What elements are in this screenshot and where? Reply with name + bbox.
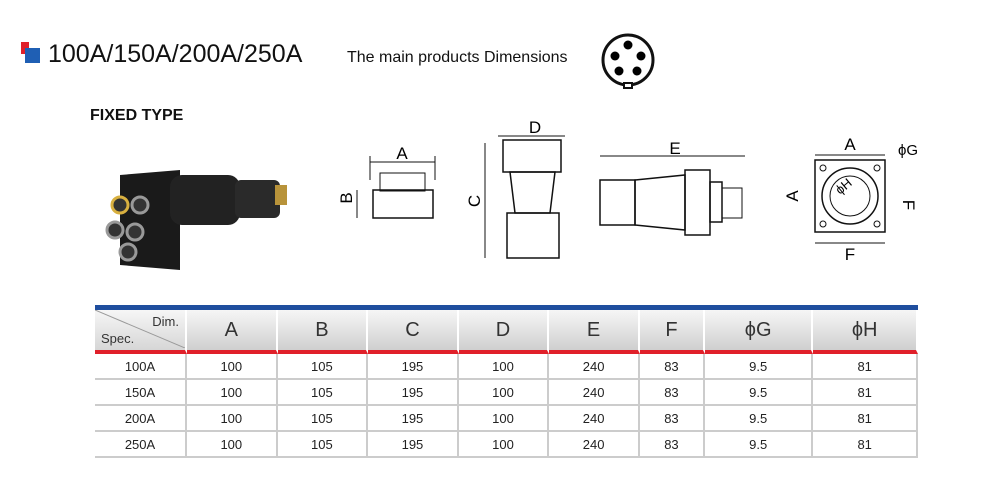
column-header: ϕG xyxy=(704,310,814,354)
table-cell: 83 xyxy=(639,432,705,458)
table-cell: 100 xyxy=(458,406,550,432)
table-cell: 240 xyxy=(549,380,640,406)
table-cell: 81 xyxy=(813,406,918,432)
spec-cell: 150A xyxy=(95,380,187,406)
svg-text:C: C xyxy=(465,195,484,207)
dim-label: Dim. xyxy=(152,314,179,329)
table-cell: 100 xyxy=(187,406,278,432)
svg-text:E: E xyxy=(669,140,680,158)
table-cell: 81 xyxy=(813,380,918,406)
column-header: ϕH xyxy=(813,310,918,354)
column-header: B xyxy=(277,310,369,354)
column-header: A xyxy=(187,310,278,354)
svg-text:ϕG: ϕG xyxy=(898,142,918,159)
svg-text:D: D xyxy=(529,118,541,137)
table-cell: 195 xyxy=(368,432,459,458)
side-view-long-drawing: E xyxy=(599,140,745,236)
table-cell: 83 xyxy=(639,380,705,406)
table-cell: 105 xyxy=(277,432,369,458)
svg-text:A: A xyxy=(783,190,802,202)
table-cell: 105 xyxy=(277,354,369,380)
page-title: 100A/150A/200A/250A xyxy=(48,40,302,69)
table-cell: 195 xyxy=(368,406,459,432)
table-cell: 100 xyxy=(458,380,550,406)
svg-text:ϕH: ϕH xyxy=(832,175,854,197)
spec-cell: 100A xyxy=(95,354,187,380)
table-cell: 83 xyxy=(639,354,705,380)
spec-label: Spec. xyxy=(101,331,135,346)
table-cell: 240 xyxy=(549,406,640,432)
table-header-row: Dim. Spec. A B C D E F ϕG ϕH xyxy=(95,310,918,354)
table-cell: 83 xyxy=(639,406,705,432)
svg-text:F: F xyxy=(845,245,855,264)
table-cell: 240 xyxy=(549,432,640,458)
spec-cell: 200A xyxy=(95,406,187,432)
table-cell: 100 xyxy=(187,354,278,380)
table-cell: 81 xyxy=(813,354,918,380)
five-pin-socket-icon xyxy=(601,33,655,89)
table-cell: 195 xyxy=(368,380,459,406)
svg-text:A: A xyxy=(844,135,856,154)
column-header: E xyxy=(549,310,640,354)
table-cell: 9.5 xyxy=(704,406,814,432)
table-cell: 100 xyxy=(458,354,550,380)
svg-text:F: F xyxy=(899,200,918,210)
table-cell: 9.5 xyxy=(704,380,814,406)
table-cell: 240 xyxy=(549,354,640,380)
corner-header: Dim. Spec. xyxy=(95,310,187,354)
table-cell: 100 xyxy=(187,380,278,406)
table-cell: 105 xyxy=(277,380,369,406)
product-photo xyxy=(105,170,287,270)
table-cell: 9.5 xyxy=(704,354,814,380)
table-cell: 81 xyxy=(813,432,918,458)
table-cell: 100 xyxy=(187,432,278,458)
title-text: 100A/150A/200A/250A xyxy=(48,40,303,68)
page-subtitle: The main products Dimensions xyxy=(347,49,568,66)
table-cell: 105 xyxy=(277,406,369,432)
column-header: F xyxy=(639,310,705,354)
spec-cell: 250A xyxy=(95,432,187,458)
front-view-drawing: A ϕG A ϕH F F xyxy=(783,135,918,264)
table-cell: 100 xyxy=(458,432,550,458)
table-cell: 195 xyxy=(368,354,459,380)
side-view-tall-drawing: D C xyxy=(465,118,565,259)
column-header: D xyxy=(458,310,550,354)
dim-label-a: A xyxy=(396,144,408,163)
table-cell: 9.5 xyxy=(704,432,814,458)
section-label: FIXED TYPE xyxy=(90,107,184,124)
dim-label-b: B xyxy=(337,192,356,203)
title-marker-icon xyxy=(21,42,43,64)
column-header: C xyxy=(368,310,459,354)
side-view-small-drawing: A B xyxy=(337,144,436,219)
